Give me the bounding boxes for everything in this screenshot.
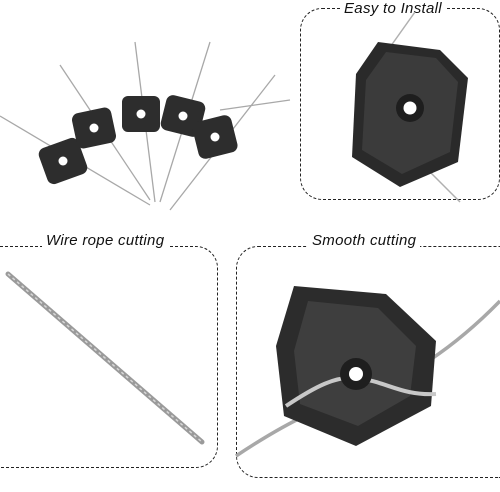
smooth-cutting-icon — [235, 286, 500, 458]
wire-clip-group-icon — [0, 41, 291, 211]
clip-closeup-icon — [352, 11, 468, 203]
smooth-cutting-caption: Smooth cutting — [308, 232, 421, 249]
wire-rope-icon — [5, 271, 205, 445]
wire-rope-caption: Wire rope cutting — [42, 232, 169, 249]
product-group-panel — [0, 30, 291, 220]
easy-install-caption: Easy to Install — [340, 0, 446, 17]
